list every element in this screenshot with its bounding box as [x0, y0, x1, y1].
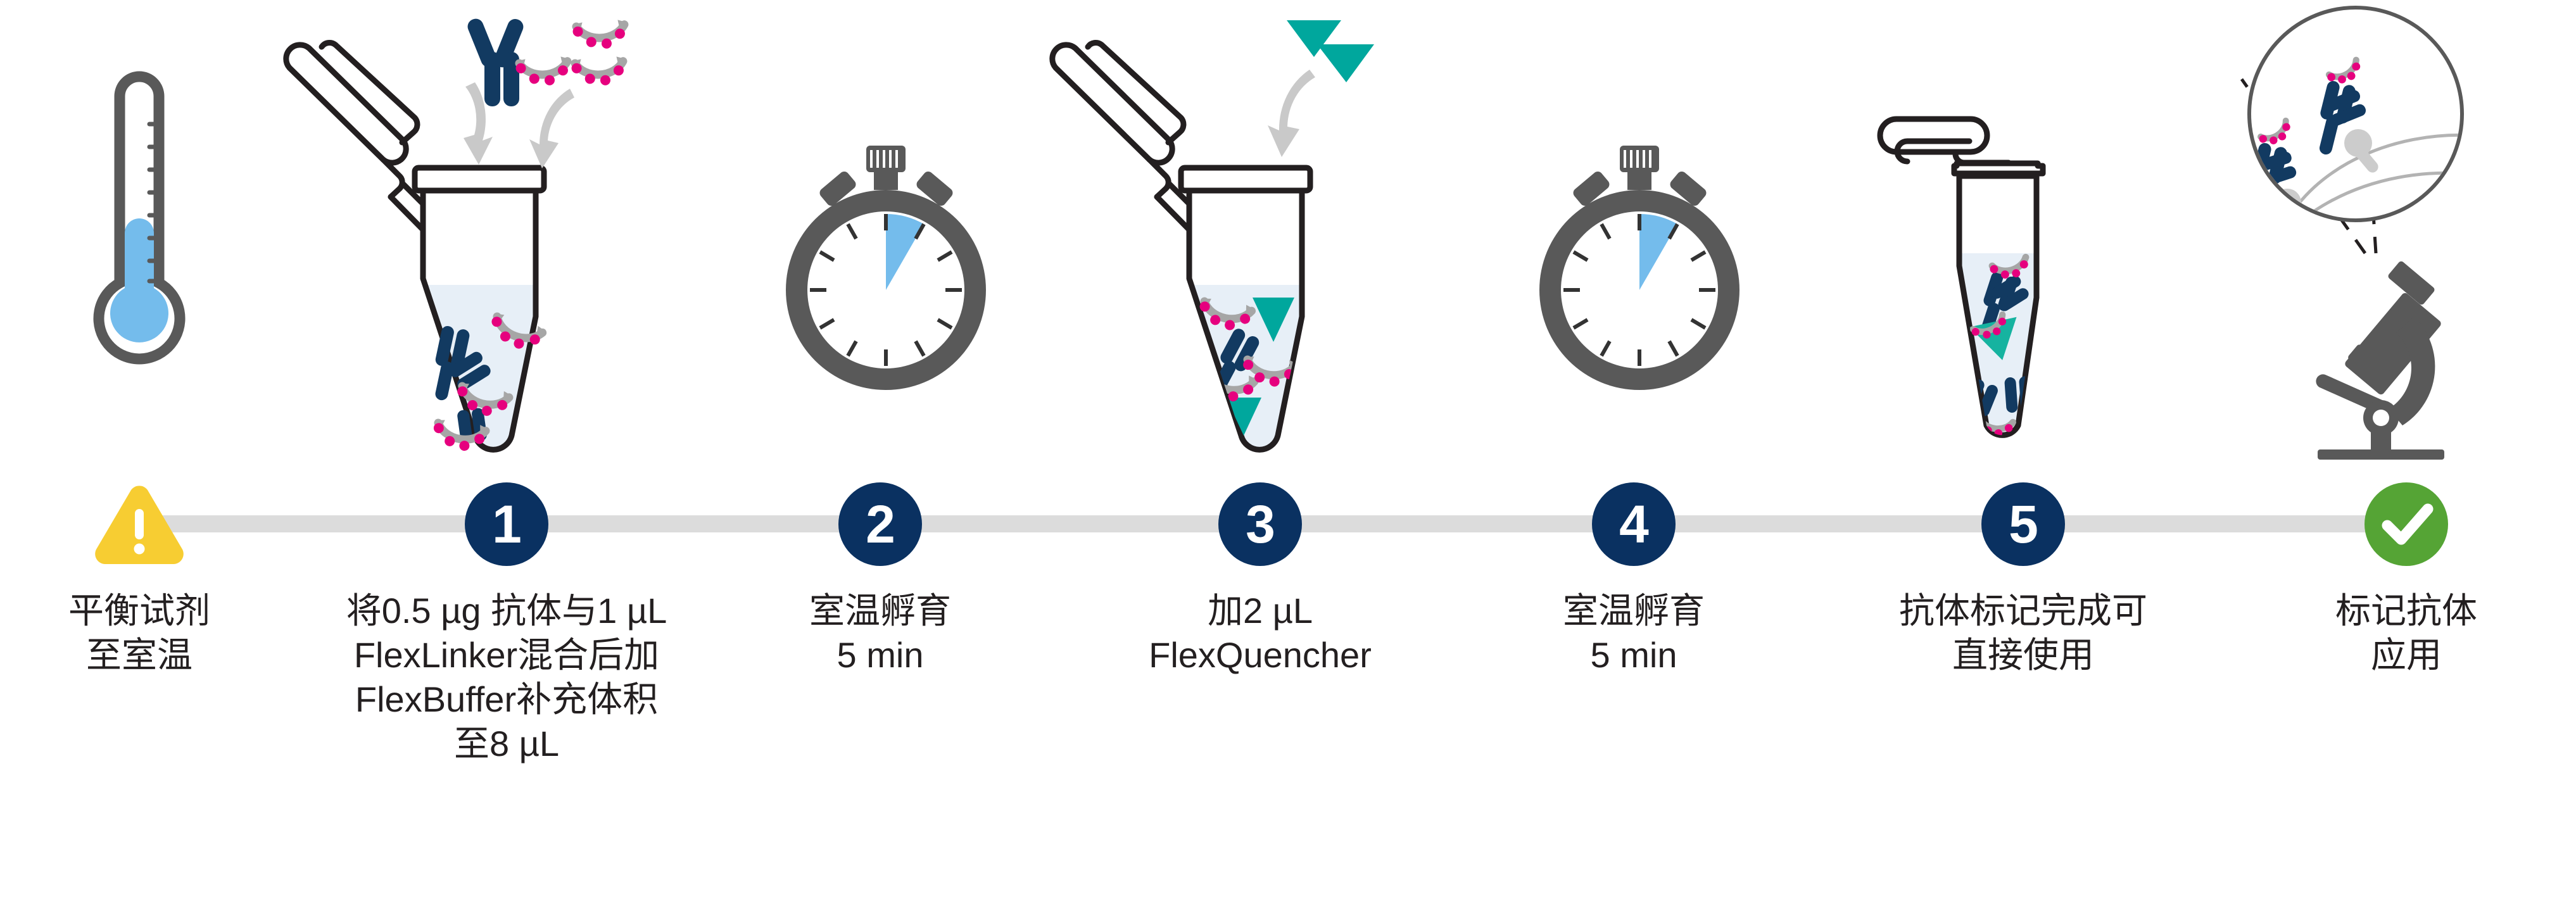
success-marker [2364, 482, 2448, 566]
step-number: 2 [838, 482, 922, 566]
closed-tube-icon [1877, 116, 2046, 438]
step-caption: 室温孵育 5 min [809, 591, 951, 675]
thermometer-art [44, 0, 234, 481]
step-caption: 加2 µL FlexQuencher [1149, 591, 1372, 675]
warning-triangle-icon [95, 486, 184, 564]
step-marker: 3 [1218, 482, 1302, 566]
check-circle-icon [2364, 482, 2448, 566]
step-marker: 1 [465, 482, 548, 566]
step-incubate-1: 2 室温孵育 5 min [760, 0, 1001, 911]
step-caption: 抗体标记完成可 直接使用 [1899, 591, 2147, 675]
step-incubate-2: 4 室温孵育 5 min [1513, 0, 1754, 911]
step-equilibrate: 平衡试剂 至室温 [44, 0, 234, 911]
open-tube-with-quencher-icon [1049, 20, 1374, 453]
flow-arrow-icon [464, 82, 574, 168]
step-caption: 平衡试剂 至室温 [68, 591, 210, 675]
flow-arrow-icon [1268, 70, 1315, 157]
step-caption: 室温孵育 5 min [1563, 591, 1705, 675]
step-marker: 4 [1592, 482, 1676, 566]
step-number: 3 [1218, 482, 1302, 566]
closed-tube-art [1824, 0, 2223, 481]
microscope-icon [2316, 261, 2444, 460]
open-tube-with-antibody-and-linker-icon [283, 18, 629, 453]
microscope-magnifier-art [2210, 0, 2576, 481]
step-caption: 标记抗体 应用 [2335, 591, 2477, 675]
step-caption: 将0.5 µg 抗体与1 µL FlexLinker混合后加 FlexBuffe… [346, 591, 667, 763]
stopwatch-icon [786, 146, 986, 390]
stopwatch-icon [1539, 146, 1739, 390]
step-marker: 2 [838, 482, 922, 566]
step-number: 4 [1592, 482, 1676, 566]
step-labeled-antibody-ready: 5 抗体标记完成可 直接使用 [1824, 0, 2223, 911]
step-marker: 5 [1981, 482, 2065, 566]
quencher-icon [1287, 20, 1374, 82]
step-application: 标记抗体 应用 [2210, 0, 2576, 911]
open-tube-antibody-linker-art [272, 0, 741, 481]
stopwatch-art [1513, 0, 1754, 481]
warning-marker [92, 482, 187, 566]
stopwatch-art [760, 0, 1001, 481]
thermometer-icon [93, 71, 186, 365]
open-tube-quencher-art [1039, 0, 1482, 481]
step-number: 1 [465, 482, 548, 566]
step-number: 5 [1981, 482, 2065, 566]
step-mix-antibody-linker: 1 将0.5 µg 抗体与1 µL FlexLinker混合后加 FlexBuf… [272, 0, 741, 911]
microscope-with-magnifier-icon [2240, 6, 2464, 460]
step-add-quencher: 3 加2 µL FlexQuencher [1039, 0, 1482, 911]
